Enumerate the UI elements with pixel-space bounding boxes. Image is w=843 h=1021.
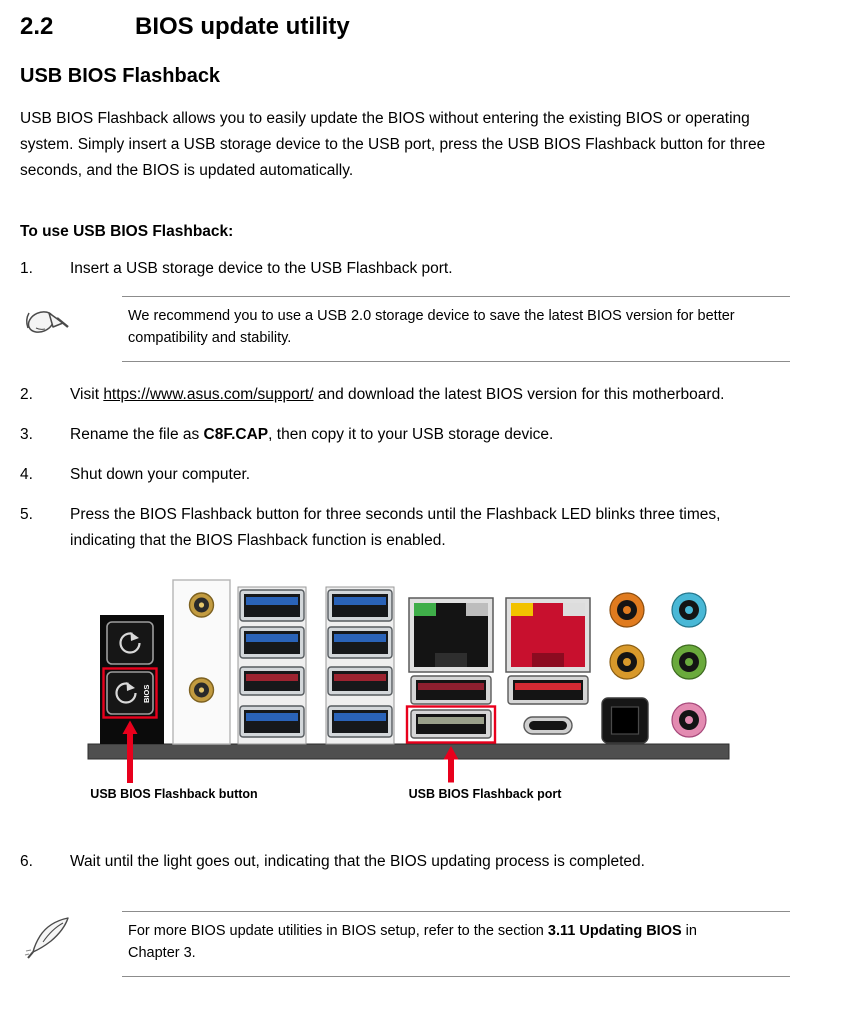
asus-support-link[interactable]: https://www.asus.com/support/ bbox=[103, 386, 314, 403]
wifi-antenna-bracket bbox=[172, 579, 231, 745]
rear-io-panel-illustration: BIOS bbox=[87, 579, 730, 801]
note-usb20-recommendation: We recommend you to use a USB 2.0 storag… bbox=[20, 296, 820, 362]
step-text: Rename the file as C8F.CAP, then copy it… bbox=[70, 426, 554, 443]
usb-flashback-port-highlight bbox=[405, 705, 497, 744]
audio-jack-green bbox=[671, 644, 707, 680]
ethernet-port-2-10g bbox=[505, 597, 591, 673]
usb-red-port bbox=[507, 675, 589, 705]
step-text: Wait until the light goes out, indicatin… bbox=[70, 853, 645, 870]
step-item-5: 5. Press the BIOS Flashback button for t… bbox=[20, 502, 820, 554]
bios-flashback-button: BIOS bbox=[106, 671, 154, 715]
procedure-heading: To use USB BIOS Flashback: bbox=[20, 223, 234, 240]
rear-io-figure: BIOS bbox=[78, 570, 820, 811]
audio-jack-pink bbox=[671, 702, 707, 738]
ethernet-port-1 bbox=[408, 597, 494, 673]
audio-jack-lightblue bbox=[671, 592, 707, 628]
step-number: 2. bbox=[20, 386, 33, 403]
usb-port-stack-2 bbox=[325, 586, 395, 745]
quill-note-icon bbox=[20, 911, 122, 977]
usb2-port bbox=[410, 675, 492, 705]
step-number: 6. bbox=[20, 853, 33, 870]
audio-jack-gold bbox=[609, 644, 645, 680]
bios-button-text: BIOS bbox=[142, 685, 151, 703]
port-callout-arrow bbox=[443, 746, 459, 783]
audio-jack-orange bbox=[609, 592, 645, 628]
intro-paragraph: USB BIOS Flashback allows you to easily … bbox=[20, 110, 766, 179]
step-text: Shut down your computer. bbox=[70, 466, 251, 483]
subsection-title: USB BIOS Flashback bbox=[20, 65, 221, 87]
audio-jack-cluster bbox=[601, 592, 707, 744]
lan-usb-block-1 bbox=[405, 597, 497, 744]
button-callout-arrow bbox=[122, 720, 138, 783]
flashback-button-label: USB BIOS Flashback button bbox=[90, 787, 257, 801]
step-number: 1. bbox=[20, 260, 33, 277]
usb-c-port bbox=[523, 716, 573, 735]
step-item-4: 4. Shut down your computer. bbox=[20, 462, 820, 488]
optical-spdif-port bbox=[601, 697, 649, 744]
step-number: 3. bbox=[20, 426, 33, 443]
section-number: 2.2 bbox=[20, 13, 54, 40]
flashback-buttons-block: BIOS bbox=[100, 615, 164, 744]
note-text: For more BIOS update utilities in BIOS s… bbox=[122, 911, 790, 977]
step-text: Visit https://www.asus.com/support/ and … bbox=[70, 386, 725, 403]
step-item-2: 2. Visit https://www.asus.com/support/ a… bbox=[20, 382, 820, 408]
step-number: 4. bbox=[20, 466, 33, 483]
bios-filename: C8F.CAP bbox=[203, 426, 269, 443]
io-shield-edge bbox=[87, 743, 730, 760]
clear-cmos-button bbox=[106, 621, 154, 665]
step-text: Press the BIOS Flashback button for thre… bbox=[70, 506, 721, 549]
antenna-connector-bottom bbox=[188, 677, 215, 703]
step-number: 5. bbox=[20, 506, 33, 523]
step-item-1: 1. Insert a USB storage device to the US… bbox=[20, 256, 820, 282]
pencil-hand-note-icon bbox=[20, 296, 122, 362]
flashback-port-label: USB BIOS Flashback port bbox=[409, 787, 563, 801]
usb-bios-flashback-port bbox=[405, 705, 497, 744]
section-title: BIOS update utility bbox=[135, 13, 350, 40]
section-reference: 3.11 Updating BIOS bbox=[547, 923, 682, 939]
note-bios-setup-reference: For more BIOS update utilities in BIOS s… bbox=[20, 911, 820, 977]
usb-port-stack-1 bbox=[237, 586, 307, 745]
manual-page: 2.2 BIOS update utility USB BIOS Flashba… bbox=[20, 12, 820, 977]
step-item-6: 6. Wait until the light goes out, indica… bbox=[20, 849, 820, 875]
step-text: Insert a USB storage device to the USB F… bbox=[70, 260, 453, 277]
flashback-button-highlight bbox=[102, 667, 158, 719]
step-item-3: 3. Rename the file as C8F.CAP, then copy… bbox=[20, 422, 820, 448]
lan-usb-block-2 bbox=[505, 597, 591, 735]
antenna-connector-top bbox=[188, 592, 215, 618]
note-text: We recommend you to use a USB 2.0 storag… bbox=[122, 296, 790, 362]
section-heading: 2.2 BIOS update utility bbox=[20, 12, 820, 42]
